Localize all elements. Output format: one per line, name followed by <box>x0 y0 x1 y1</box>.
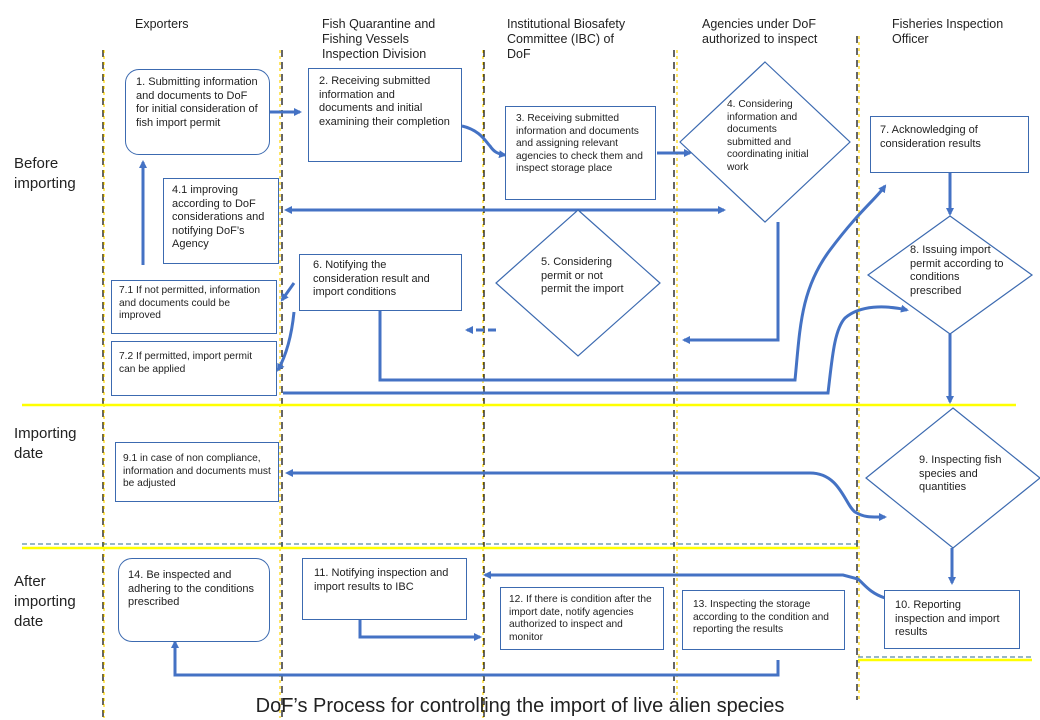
step-6-box: 6. Notifying the consideration result an… <box>299 254 462 311</box>
step-1-box: 1. Submitting information and documents … <box>125 69 270 155</box>
arrow-6-to-7 <box>378 184 887 382</box>
step-8-diamond <box>866 215 1034 335</box>
lane-header-ibc: Institutional Biosafety Committee (IBC) … <box>507 17 626 61</box>
step-9-text: 9. Inspecting fish species and quantitie… <box>919 454 1002 493</box>
step-2-box: 2. Receiving submitted information and d… <box>308 68 462 162</box>
step-5-diamond <box>495 209 661 357</box>
step-9-1-box: 9.1 in case of non compliance, informati… <box>115 442 279 502</box>
arrow-9-1-to-9 <box>285 469 887 522</box>
step-4-diamond <box>679 61 851 223</box>
step-12-box: 12. If there is condition after the impo… <box>500 587 664 650</box>
arrow-13-to-14 <box>171 640 780 677</box>
arrow-6-to-7-2 <box>276 311 296 372</box>
step-14-box: 14. Be inspected and adhering to the con… <box>118 558 270 642</box>
decision-diamonds <box>495 61 1040 549</box>
step-3-box: 3. Receiving submitted information and d… <box>505 106 656 200</box>
step-13-box: 13. Inspecting the storage according to … <box>682 590 845 650</box>
lane-header-agencies: Agencies under DoF authorized to inspect <box>702 17 818 46</box>
step-9-diamond <box>865 407 1040 549</box>
lane-header-inspection-officer: Fisheries Inspection Officer <box>892 17 1004 46</box>
arrow-11-to-12 <box>358 620 482 641</box>
lane-header-exporters: Exporters <box>135 17 189 31</box>
step-4-text: 4. Considering information and documents… <box>727 99 809 173</box>
step-7-box: 7. Acknowledging of consideration result… <box>870 116 1029 173</box>
flow-arrows <box>139 108 956 677</box>
step-10-box: 10. Reporting inspection and import resu… <box>884 590 1020 649</box>
phase-label-importing: Importing date <box>14 425 77 462</box>
arrow-6-to-7-1 <box>280 282 296 302</box>
diagram-caption: DoF’s Process for controlling the import… <box>255 695 785 717</box>
step-7-1-box: 7.1 If not permitted, information and do… <box>111 280 277 334</box>
phase-label-before: Before importing <box>14 155 76 192</box>
step-11-box: 11. Notifying inspection and import resu… <box>302 558 467 620</box>
step-4-1-box: 4.1 improving according to DoF considera… <box>163 178 279 264</box>
arrow-2-to-3 <box>461 124 507 159</box>
lane-header-quarantine: Fish Quarantine and Fishing Vessels Insp… <box>322 17 436 61</box>
step-7-2-box: 7.2 If permitted, import permit can be a… <box>111 341 277 396</box>
arrow-7-2-to-8 <box>283 304 909 395</box>
phase-label-after: After importing date <box>14 573 76 630</box>
phase-separators <box>22 403 1032 662</box>
lane-separators <box>102 36 860 718</box>
step-8-text: 8. Issuing import permit according to co… <box>910 244 1004 297</box>
arrow-4-to-5 <box>682 222 780 344</box>
step-5-text: 5. Considering permit or not permit the … <box>541 256 624 295</box>
arrow-10-to-12 <box>483 571 886 600</box>
